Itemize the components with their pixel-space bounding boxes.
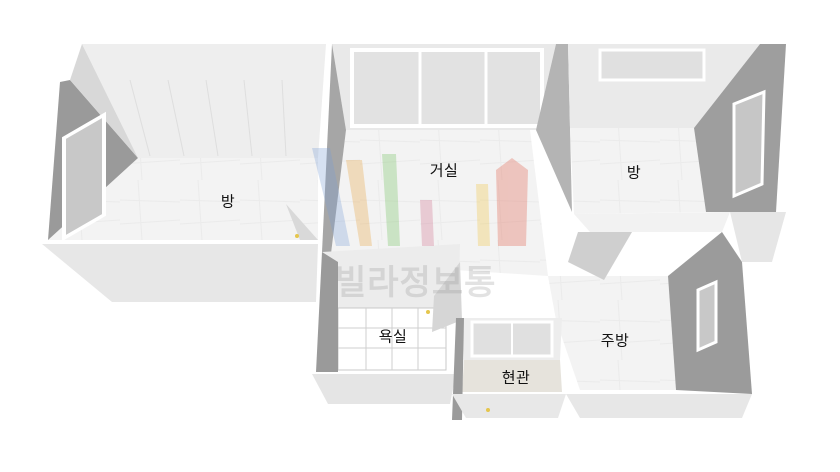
living-floor — [330, 130, 548, 276]
kitchen-window — [696, 279, 718, 353]
living-right-wall — [536, 44, 572, 212]
room-label-entrance: 현관 — [501, 369, 531, 387]
entrance-floor — [462, 360, 562, 392]
bathroom-tile-grid — [338, 308, 446, 370]
bedroom-right-floor — [570, 128, 706, 214]
front-door-dot — [486, 408, 490, 412]
bedroom-right-front-wall — [730, 212, 786, 262]
living-window — [350, 48, 544, 128]
living-room — [322, 44, 572, 276]
kitchen-front-wall — [566, 394, 752, 418]
room-label-living-room: 거실 — [429, 162, 459, 180]
bedroom-right-window-2 — [732, 89, 766, 199]
bedroom-right — [568, 44, 786, 262]
bathroom-back-wall — [322, 244, 460, 316]
hall-divider-wall — [574, 212, 730, 232]
kitchen — [548, 212, 752, 418]
bedroom-left-window — [62, 111, 106, 242]
bathroom — [312, 244, 462, 404]
bathroom-door-wedge — [432, 262, 462, 332]
entrance-front-wall — [452, 394, 566, 418]
bathroom-door-dot — [426, 310, 430, 314]
bathroom-front-wall — [312, 374, 456, 404]
bedroom-left-door-wedge — [286, 204, 318, 240]
room-label-bathroom: 욕실 — [378, 328, 408, 346]
entrance — [452, 318, 566, 420]
bathroom-side-wall — [316, 252, 338, 372]
living-left-wall — [322, 44, 346, 262]
watermark-logo — [312, 148, 528, 246]
bedroom-left-front-wall — [42, 244, 318, 302]
room-label-bedroom-left: 방 — [220, 193, 236, 211]
door-handle-dot — [295, 234, 299, 238]
bedroom-left-window-wall — [70, 44, 138, 158]
room-label-kitchen: 주방 — [600, 332, 630, 350]
bedroom-left — [42, 44, 326, 302]
room-label-bedroom-right: 방 — [626, 164, 642, 182]
kitchen-door-wedge — [568, 232, 632, 280]
bedroom-right-window — [598, 48, 706, 82]
kitchen-floor — [548, 276, 676, 390]
watermark-text: 빌라정보통 — [335, 264, 497, 302]
wardrobe-panels — [129, 79, 287, 157]
